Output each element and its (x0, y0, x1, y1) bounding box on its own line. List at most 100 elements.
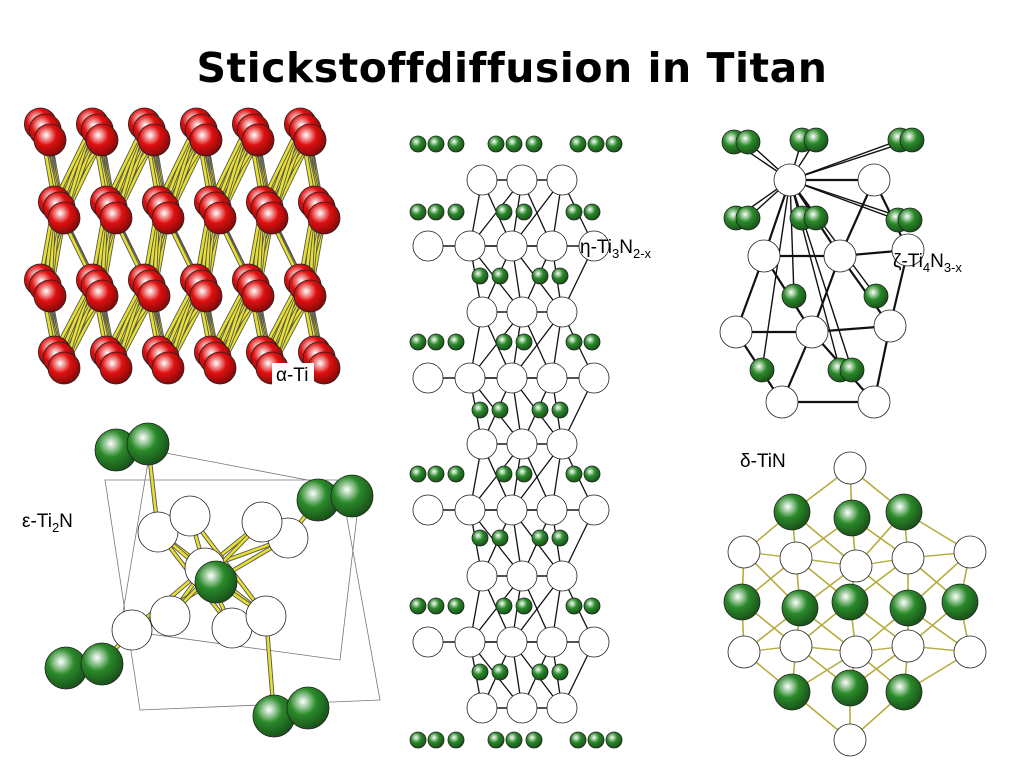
epsilon-n-atom (80, 642, 124, 686)
delta-n-atom (773, 673, 811, 711)
eta-n-atom (565, 203, 583, 221)
eta-ti-atom (536, 230, 568, 262)
label-delta-greek: δ (740, 451, 751, 472)
delta-ti-atom (891, 629, 925, 663)
zeta-n-bond (761, 179, 791, 371)
epsilon-ti-atom (169, 495, 211, 537)
delta-n-atom (885, 673, 923, 711)
alpha-ti-atom (203, 351, 237, 385)
eta-n-atom (551, 267, 569, 285)
eta-ti-atom (466, 296, 498, 328)
eta-n-atom (495, 333, 513, 351)
epsilon-n-atom (194, 560, 238, 604)
zeta-ti-atom (873, 309, 907, 343)
eta-n-atom (471, 529, 489, 547)
eta-n-atom (515, 203, 533, 221)
label-eta-sub1: 3 (612, 246, 620, 261)
eta-n-atom (583, 333, 601, 351)
alpha-ti-atom (255, 201, 289, 235)
eta-n-atom (427, 333, 445, 351)
eta-n-atom (515, 597, 533, 615)
alpha-ti-atom (47, 351, 81, 385)
eta-ti-atom (412, 626, 444, 658)
label-delta-formula: -TiN (750, 451, 786, 472)
delta-ti-atom (727, 635, 761, 669)
delta-n-atom (831, 669, 869, 707)
delta-n-atom (773, 493, 811, 531)
delta-n-atom (889, 589, 927, 627)
delta-n-atom (833, 499, 871, 537)
label-eta-greek: η (580, 237, 591, 258)
alpha-ti-atom (47, 201, 81, 235)
eta-n-atom (427, 465, 445, 483)
eta-n-atom (447, 465, 465, 483)
eta-n-atom (569, 731, 587, 749)
label-epsilon-base: -Ti (30, 511, 52, 532)
eta-n-atom (427, 203, 445, 221)
eta-n-atom (447, 597, 465, 615)
alpha-ti-atom (203, 201, 237, 235)
eta-ti-atom (546, 560, 578, 592)
delta-ti-atom (727, 535, 761, 569)
eta-n-atom (551, 401, 569, 419)
label-eta-base: -Ti (590, 237, 613, 258)
epsilon-cell-edge (339, 489, 361, 661)
label-epsilon-sub1: 2 (51, 520, 60, 535)
alpha-ti-atom (151, 201, 185, 235)
eta-n-atom (565, 465, 583, 483)
zeta-n-atom (735, 205, 761, 231)
eta-ti-atom (506, 296, 538, 328)
eta-ti-atom (546, 692, 578, 724)
eta-ti-atom (506, 560, 538, 592)
eta-n-atom (505, 135, 523, 153)
eta-n-atom (491, 267, 509, 285)
label-zeta-greek: ζ (893, 251, 902, 272)
label-epsilon-ti2n: ε-Ti2N (22, 512, 73, 534)
eta-n-atom (531, 401, 549, 419)
alpha-ti-atom (293, 279, 327, 313)
eta-ti-atom (578, 362, 610, 394)
eta-n-atom (525, 731, 543, 749)
eta-ti-atom (546, 164, 578, 196)
eta-ti-atom (578, 230, 610, 262)
label-delta-tin: δ-TiN (740, 452, 786, 471)
eta-ti-atom (412, 494, 444, 526)
alpha-ti-atom (293, 123, 327, 157)
alpha-ti-atom (99, 201, 133, 235)
alpha-ti-atom (137, 123, 171, 157)
zeta-n-bond (789, 179, 877, 297)
eta-ti-atom (412, 230, 444, 262)
delta-tin-structure (723, 451, 987, 757)
epsilon-ti-atom (245, 595, 287, 637)
delta-ti-atom (839, 635, 873, 669)
eta-n-atom (587, 135, 605, 153)
label-zeta-sub2: 3-x (943, 260, 962, 275)
delta-n-atom (941, 583, 979, 621)
eta-n-atom (515, 465, 533, 483)
eta-ti-atom (506, 164, 538, 196)
eta-ti-atom (506, 428, 538, 460)
zeta-ti-atom (857, 163, 891, 197)
zeta-ti-atom (719, 315, 753, 349)
epsilon-n-atom (330, 474, 374, 518)
zeta-ti-atom (823, 239, 857, 273)
eta-n-atom (427, 731, 445, 749)
eta-n-atom (491, 663, 509, 681)
eta-n-atom (409, 465, 427, 483)
eta-ti-atom (466, 428, 498, 460)
label-alpha-formula: -Ti (286, 365, 309, 386)
alpha-ti-atom (189, 123, 223, 157)
eta-n-atom (551, 663, 569, 681)
eta-n-atom (551, 529, 569, 547)
label-zeta-base: -Ti (901, 251, 923, 272)
eta-ti-atom (546, 428, 578, 460)
delta-n-atom (723, 583, 761, 621)
zeta-ti-atom (891, 233, 925, 267)
eta-ti-atom (536, 494, 568, 526)
eta-n-atom (447, 203, 465, 221)
eta-n-atom (505, 731, 523, 749)
zeta-n-bond (789, 179, 795, 297)
label-zeta-mid: N (930, 251, 944, 272)
eta-ti-atom (496, 362, 528, 394)
zeta-n-atom (897, 207, 923, 233)
